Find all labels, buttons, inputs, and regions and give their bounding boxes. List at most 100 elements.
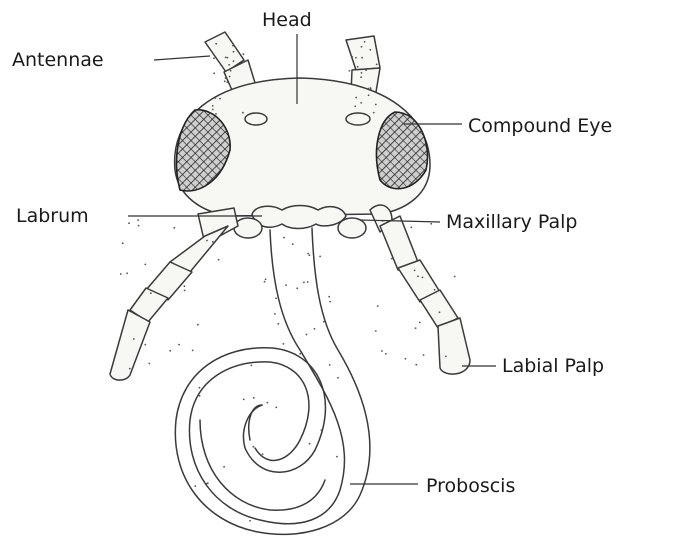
stipple-dot: [144, 344, 146, 346]
stipple-dot: [192, 350, 194, 352]
label-proboscis: Proboscis: [426, 475, 515, 497]
stipple-dot: [361, 57, 363, 59]
stipple-dot: [221, 65, 223, 67]
stipple-dot: [253, 397, 255, 399]
stipple-dot: [137, 219, 139, 221]
stipple-dot: [307, 281, 309, 283]
stipple-dot: [144, 264, 146, 266]
stipple-dot: [242, 112, 244, 114]
stipple-dot: [267, 402, 269, 404]
stipple-dot: [249, 520, 251, 522]
stipple-dot: [228, 64, 230, 66]
stipple-dot: [391, 258, 393, 260]
stipple-dot: [219, 98, 221, 100]
stipple-dot: [230, 70, 232, 72]
stipple-dot: [321, 429, 323, 431]
stipple-dot: [262, 453, 264, 455]
stipple-dot: [252, 446, 254, 448]
stipple-dot: [319, 256, 321, 258]
stipple-dot: [329, 364, 331, 366]
stipple-dot: [307, 253, 309, 255]
stipple-dot: [264, 281, 266, 283]
stipple-dot: [299, 353, 301, 355]
stipple-dot: [361, 46, 363, 48]
stipple-dot: [240, 364, 242, 366]
stipple-dot: [225, 57, 227, 59]
stipple-dot: [277, 323, 279, 325]
stipple-dot: [212, 241, 214, 243]
stipple-dot: [184, 290, 186, 292]
stipple-dot: [349, 70, 351, 72]
stipple-dot: [233, 51, 235, 53]
stipple-dot: [364, 41, 366, 43]
stipple-dot: [243, 399, 245, 401]
stipple-dot: [223, 466, 225, 468]
stipple-dot: [215, 97, 217, 99]
stipple-dot: [368, 94, 370, 96]
stipple-dot: [129, 368, 131, 370]
stipple-dot: [224, 80, 226, 82]
stipple-dot: [398, 267, 400, 269]
label-maxillary-palp: Maxillary Palp: [446, 211, 577, 233]
stipple-dot: [213, 57, 215, 59]
stipple-dot: [138, 225, 140, 227]
stipple-dot: [148, 363, 150, 365]
stipple-dot: [212, 105, 214, 107]
stipple-dot: [354, 105, 356, 107]
stipple-dot: [243, 53, 245, 55]
stipple-dot: [369, 49, 371, 51]
stipple-dot: [227, 57, 229, 59]
stipple-dot: [150, 292, 152, 294]
stipple-dot: [336, 456, 338, 458]
stipple-dot: [456, 318, 458, 320]
stipple-dot: [454, 276, 456, 278]
stipple-dot: [265, 278, 267, 280]
stipple-dot: [417, 275, 419, 277]
labrum: [252, 206, 346, 229]
stipple-dot: [373, 112, 375, 114]
stipple-dot: [226, 81, 228, 83]
label-labial-palp: Labial Palp: [502, 355, 604, 377]
stipple-dot: [422, 277, 424, 279]
stipple-dot: [274, 313, 276, 315]
stipple-dot: [410, 227, 412, 229]
stipple-dot: [445, 356, 447, 358]
stipple-dot: [365, 69, 367, 71]
stipple-dot: [218, 259, 220, 261]
stipple-dot: [376, 64, 378, 66]
stipple-dot: [414, 270, 416, 272]
stipple-dot: [122, 242, 124, 244]
stipple-dot: [294, 353, 296, 355]
stipple-dot: [361, 72, 363, 74]
stipple-dot: [357, 66, 359, 68]
stipple-dot: [178, 344, 180, 346]
stipple-dot: [351, 56, 353, 58]
stipple-dot: [184, 285, 186, 287]
stipple-dot: [309, 443, 311, 445]
stipple-dot: [354, 69, 356, 71]
stipple-dot: [250, 365, 252, 367]
stipple-dot: [232, 45, 234, 47]
stipple-dot: [128, 222, 130, 224]
stipple-dot: [377, 305, 379, 307]
stipple-dot: [314, 328, 316, 330]
stipple-dot: [212, 109, 214, 111]
stipple-dot: [329, 301, 331, 303]
stipple-dot: [225, 77, 227, 79]
stipple-dot: [126, 272, 128, 274]
stipple-dot: [296, 287, 298, 289]
stipple-dot: [360, 102, 362, 104]
antennae-leader: [154, 56, 210, 60]
stipple-dot: [415, 327, 417, 329]
label-head: Head: [262, 9, 312, 31]
stipple-dot: [355, 57, 357, 59]
stipple-dot: [233, 60, 235, 62]
proboscis: [175, 228, 370, 534]
stipple-dot: [275, 407, 277, 409]
stipple-dot: [206, 240, 208, 242]
label-antennae: Antennae: [12, 49, 104, 71]
stipple-dot: [434, 289, 436, 291]
left-labial-palp: [110, 208, 238, 380]
stipple-dot: [430, 223, 432, 225]
